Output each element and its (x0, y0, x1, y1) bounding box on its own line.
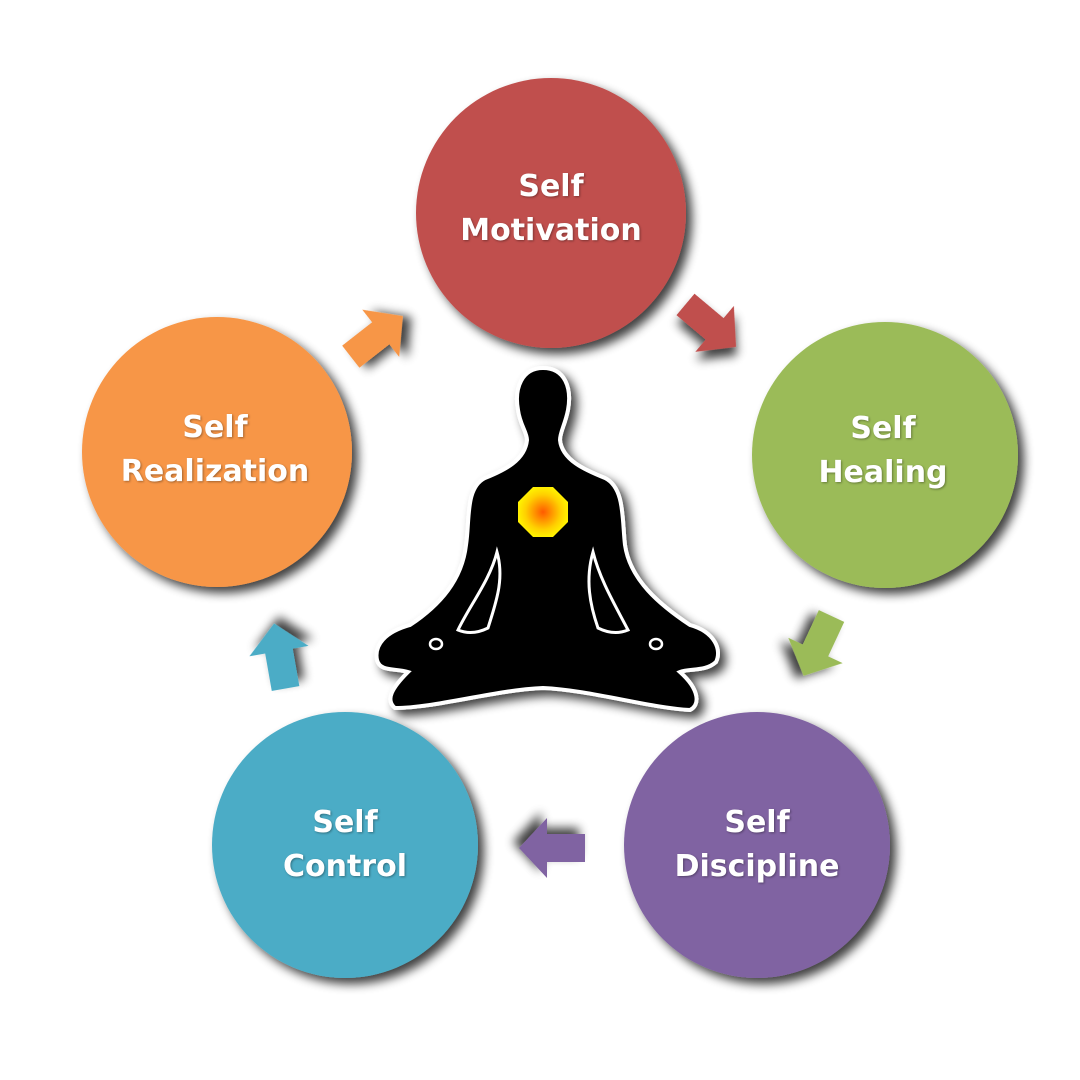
circle-self-motivation (416, 78, 686, 348)
label-line2: Motivation (460, 213, 642, 248)
circle-self-discipline (624, 712, 890, 978)
label-line2: Healing (818, 455, 948, 490)
label-line1: Self (182, 410, 248, 445)
arrow-discipline-to-control (519, 818, 585, 878)
label-self-healing: Self Healing (763, 407, 1003, 495)
arrow-healing-to-discipline (776, 603, 859, 689)
label-line2: Control (282, 849, 407, 884)
circle-self-realization (82, 317, 352, 587)
label-self-motivation: Self Motivation (431, 165, 671, 253)
label-line2: Realization (120, 454, 310, 489)
label-line1: Self (518, 169, 584, 204)
arrow-motivation-to-healing (666, 281, 756, 370)
label-self-realization: Self Realization (95, 406, 335, 494)
heart-chakra-icon (518, 487, 568, 537)
arrow-realization-to-motivation (332, 292, 422, 381)
label-line1: Self (850, 411, 916, 446)
label-line1: Self (312, 805, 378, 840)
circle-self-healing (752, 322, 1018, 588)
circle-self-control (212, 712, 478, 978)
label-self-control: Self Control (225, 801, 465, 889)
arrow-control-to-realization (244, 618, 316, 694)
meditating-figure-icon (374, 365, 720, 713)
label-line2: Discipline (674, 849, 840, 884)
label-self-discipline: Self Discipline (637, 801, 877, 889)
label-line1: Self (724, 805, 790, 840)
